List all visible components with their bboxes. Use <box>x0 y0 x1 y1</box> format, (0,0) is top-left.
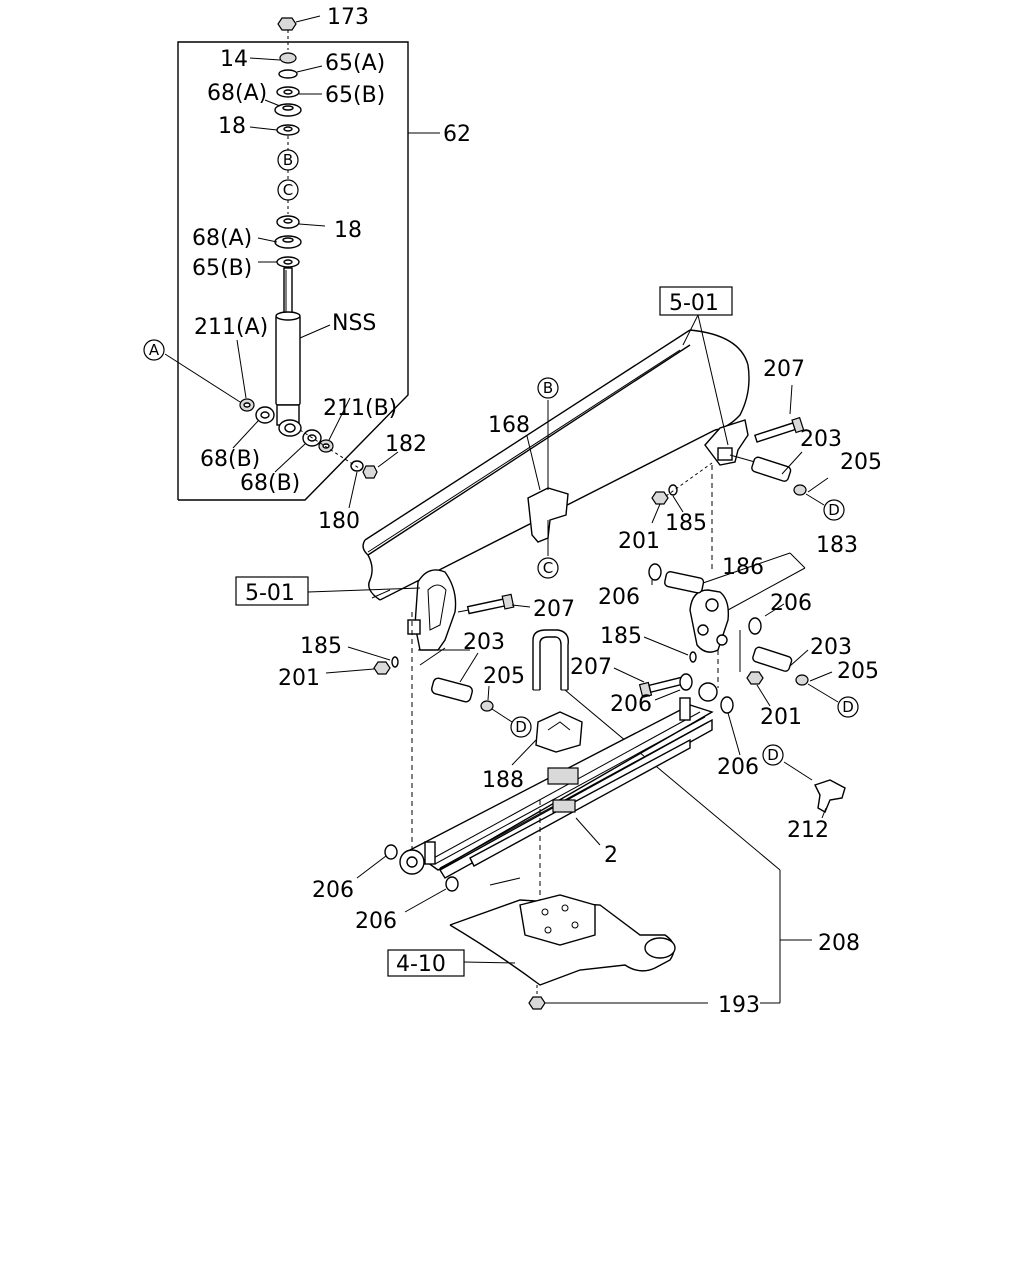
label-207-right: 207 <box>763 357 805 382</box>
label-211b: 211(B) <box>323 396 397 421</box>
svg-text:C: C <box>283 181 293 199</box>
grease-fitting <box>783 761 846 819</box>
part-labels: 173 14 65(A) 68(A) 65(B) 18 62 18 68(A) … <box>192 5 882 1018</box>
shock-top-stack <box>249 15 326 268</box>
label-65b-top: 65(B) <box>325 83 385 108</box>
ref-410-label: 4-10 <box>396 952 446 977</box>
label-207-left: 207 <box>533 597 575 622</box>
label-206-e: 206 <box>312 878 354 903</box>
ref-501-left-label: 5-01 <box>245 581 295 606</box>
leaf-spring <box>399 612 718 910</box>
label-205-right2: 205 <box>837 659 879 684</box>
label-68a-top: 68(A) <box>207 81 267 106</box>
label-185-right-top: 185 <box>665 511 707 536</box>
callout-d-3: D <box>837 696 859 718</box>
label-211a: 211(A) <box>194 315 268 340</box>
label-68b-1: 68(B) <box>200 447 260 472</box>
label-206-c: 206 <box>610 692 652 717</box>
label-168: 168 <box>488 413 530 438</box>
label-185-left: 185 <box>300 634 342 659</box>
svg-text:C: C <box>543 559 553 577</box>
label-207-mid: 207 <box>570 655 612 680</box>
callout-a: A <box>143 339 165 361</box>
label-18-mid: 18 <box>334 218 362 243</box>
label-206-f: 206 <box>355 909 397 934</box>
label-212: 212 <box>787 818 829 843</box>
label-201-right2: 201 <box>760 705 802 730</box>
label-205-left: 205 <box>483 664 525 689</box>
rear-hanger-bracket <box>704 419 756 570</box>
label-208: 208 <box>818 931 860 956</box>
bracket-168 <box>526 400 569 556</box>
label-205-right: 205 <box>840 450 882 475</box>
label-188: 188 <box>482 768 524 793</box>
label-62: 62 <box>443 122 471 147</box>
label-185-mid: 185 <box>600 624 642 649</box>
label-2: 2 <box>604 843 618 868</box>
ref-501-left: 5-01 <box>235 576 421 606</box>
label-206-b: 206 <box>770 591 812 616</box>
label-68a-mid: 68(A) <box>192 226 252 251</box>
label-201-right-top: 201 <box>618 529 660 554</box>
svg-text:D: D <box>842 698 854 716</box>
frame-rail <box>362 329 750 601</box>
svg-text:B: B <box>283 151 293 169</box>
label-173: 173 <box>327 5 369 30</box>
label-203-right: 203 <box>800 427 842 452</box>
spring-spacer <box>511 711 583 766</box>
shock-absorber <box>275 267 331 437</box>
callout-b-frame: B <box>537 377 559 399</box>
washers-front <box>356 696 741 913</box>
svg-text:B: B <box>543 379 553 397</box>
rear-shackle <box>613 384 839 707</box>
front-hanger-fasteners <box>325 593 531 723</box>
label-65a: 65(A) <box>325 51 385 76</box>
label-68b-2: 68(B) <box>240 471 300 496</box>
svg-text:A: A <box>149 341 160 359</box>
u-bolt <box>532 629 812 1003</box>
callout-d-4: D <box>762 744 784 766</box>
label-193: 193 <box>718 993 760 1018</box>
callout-d-2: D <box>510 716 532 738</box>
label-203-right2: 203 <box>810 635 852 660</box>
callout-b-top: B <box>277 149 299 171</box>
label-14: 14 <box>220 47 248 72</box>
label-203-left: 203 <box>463 630 505 655</box>
label-180: 180 <box>318 509 360 534</box>
svg-text:D: D <box>828 501 840 519</box>
ref-501-top-label: 5-01 <box>669 291 719 316</box>
label-186: 186 <box>722 555 764 580</box>
label-65b-mid: 65(B) <box>192 256 252 281</box>
label-183: 183 <box>816 533 858 558</box>
label-201-left: 201 <box>278 666 320 691</box>
axle-beam: 4-10 <box>387 877 780 1010</box>
svg-text:D: D <box>515 718 527 736</box>
label-nss: NSS <box>332 311 376 336</box>
shock-kit-box <box>177 41 440 501</box>
callout-c-top: C <box>277 179 299 201</box>
shock-lower-parts <box>164 339 399 509</box>
front-hanger-bracket <box>407 569 491 666</box>
ref-410-box <box>387 949 465 977</box>
label-206-a: 206 <box>598 585 640 610</box>
callout-d-1: D <box>823 499 845 521</box>
callout-c-frame: C <box>537 557 559 579</box>
svg-text:D: D <box>767 746 779 764</box>
ref-501-top: 5-01 <box>659 286 733 446</box>
label-206-d: 206 <box>717 755 759 780</box>
label-182: 182 <box>385 432 427 457</box>
label-18-top: 18 <box>218 114 246 139</box>
